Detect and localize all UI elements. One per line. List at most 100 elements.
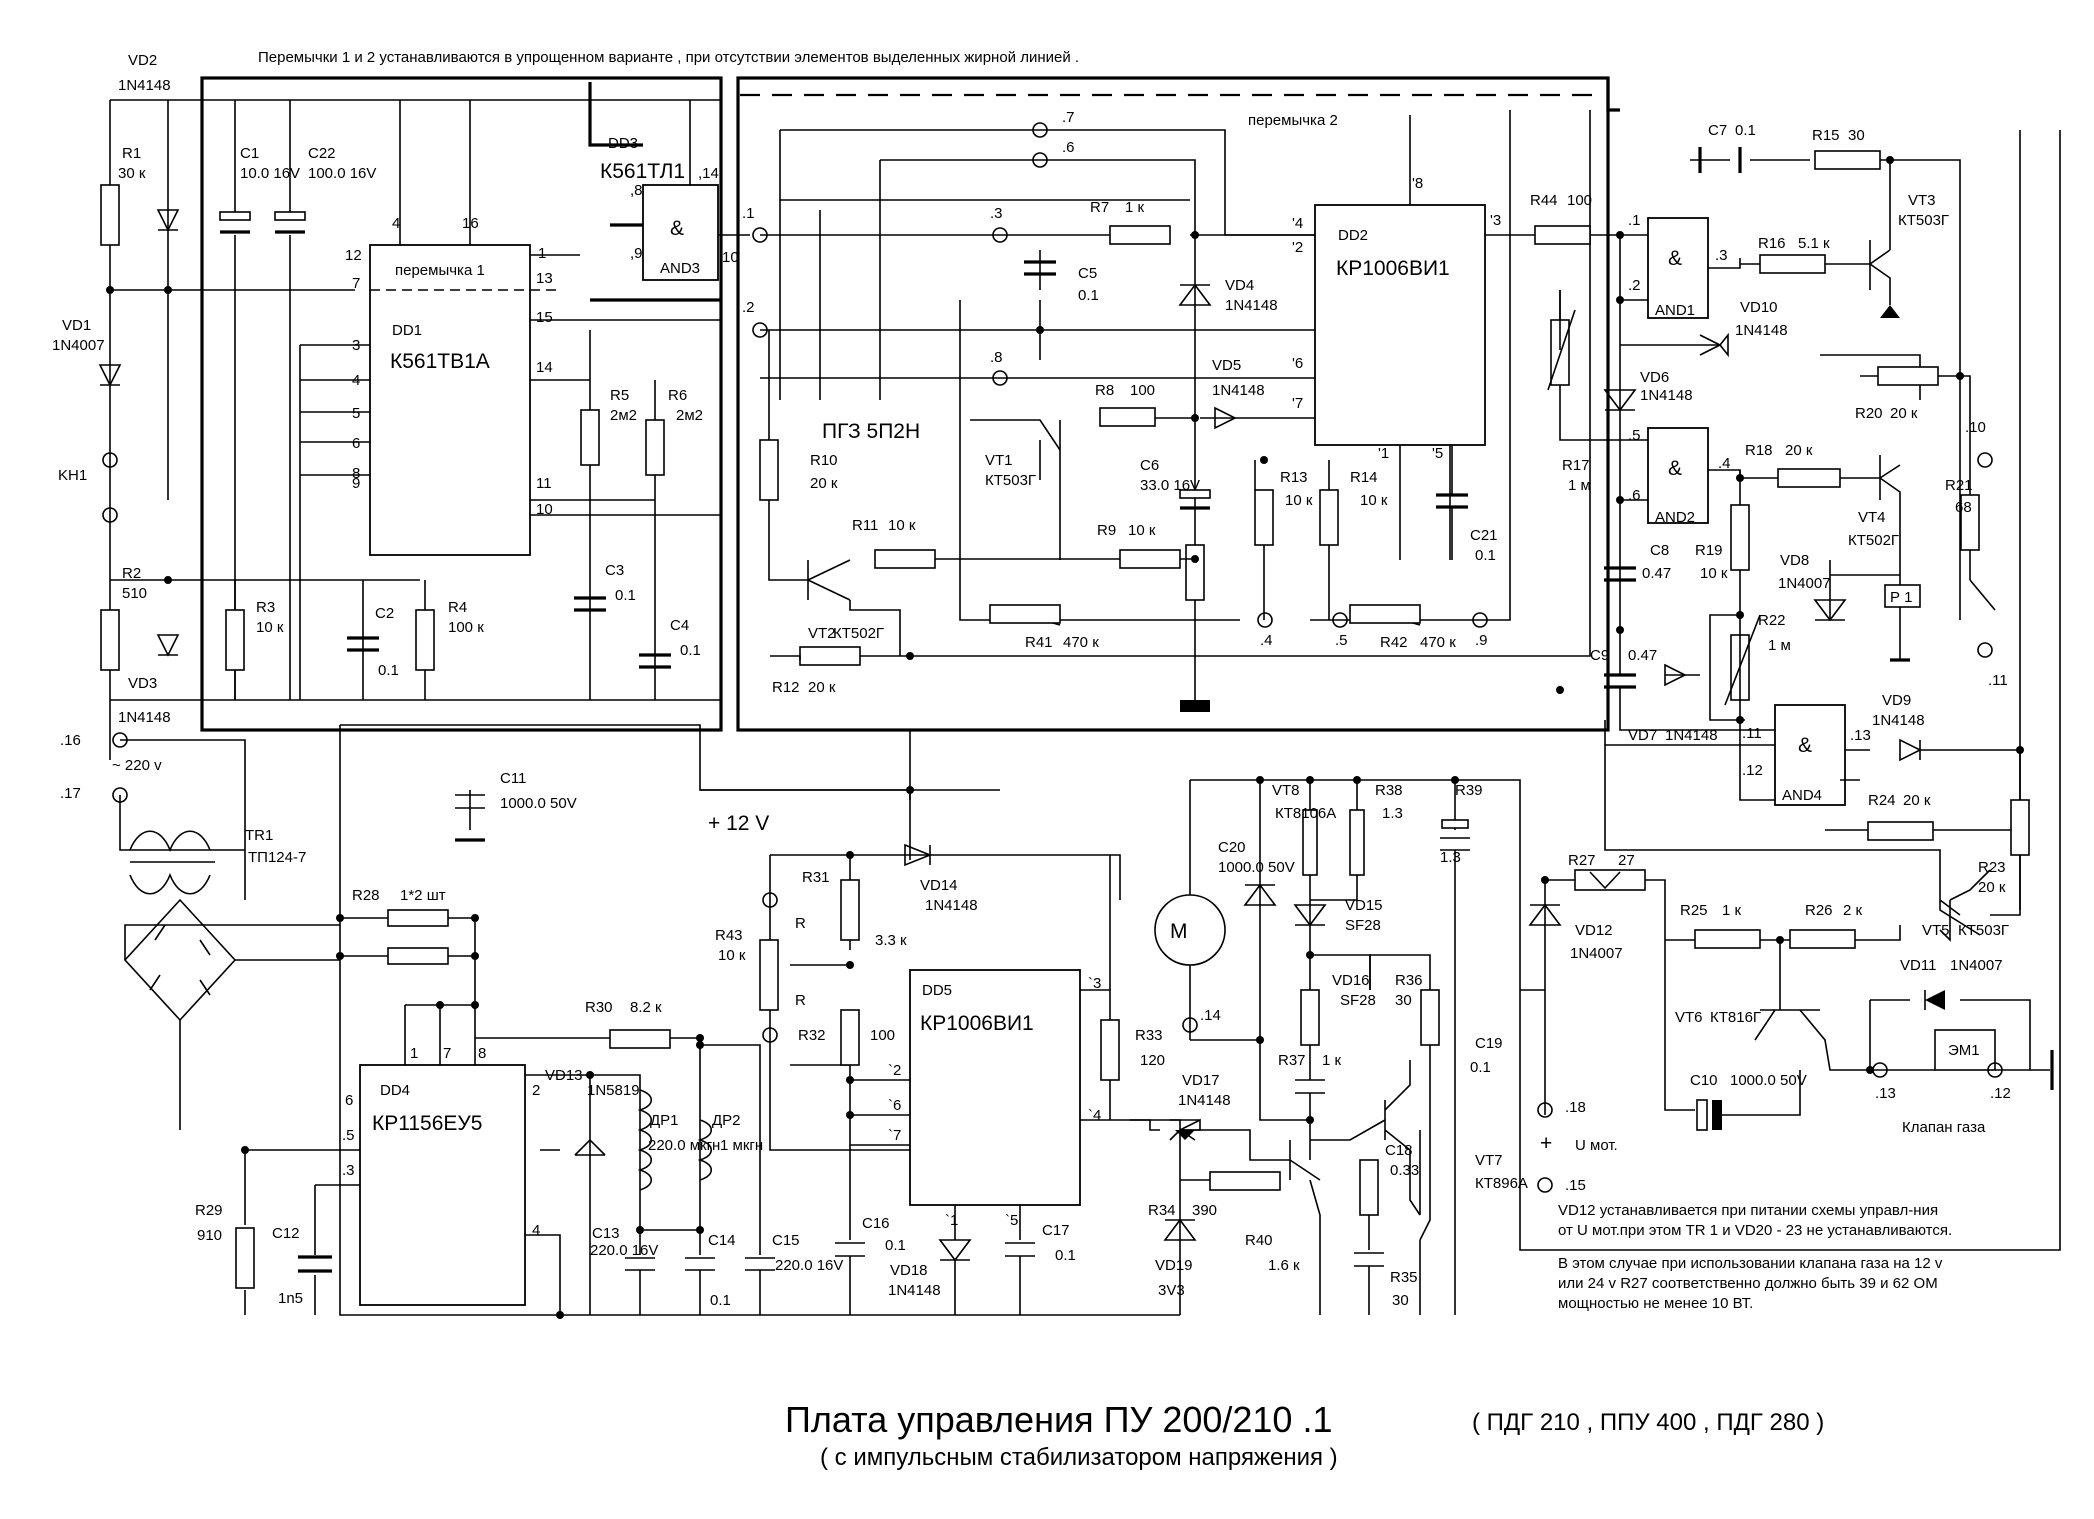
dd1-pin-9: 9 (352, 475, 360, 492)
dd2-pin-8: '8 (1412, 175, 1423, 192)
vd19-ref: VD19 (1155, 1257, 1193, 1274)
r43-r-upper: R (795, 915, 806, 932)
vd5-ref: VD5 (1212, 357, 1241, 374)
dd3-chip: & AND3 DD3 К561ТЛ1 ,14 ,8 ,9 10 (600, 100, 750, 281)
power-supply-section: DD4 КР1156ЕУ5 1 7 8 6 .5 .3 4 2 (60, 724, 1180, 1319)
vd4-ref: VD4 (1225, 277, 1254, 294)
c4-ref: C4 (670, 617, 689, 634)
and4-gate (1774, 704, 1846, 806)
r43-r-lower: R (795, 992, 806, 1009)
r42-ref: R42 (1380, 634, 1408, 651)
r9-value: 10 к (1128, 522, 1156, 539)
vt7-ref: C19 (1475, 1035, 1503, 1052)
r25-ref: R25 (1680, 902, 1708, 919)
c8-ref: C8 (1650, 542, 1669, 559)
vd19-value: 3V3 (1158, 1282, 1185, 1299)
dd1-pin-12: 12 (345, 247, 362, 264)
dd1-pin-5: 5 (352, 405, 360, 422)
c21-ref: C21 (1470, 527, 1498, 544)
r2-value: 510 (122, 585, 147, 602)
right-frame-wiring: C4 (759, 110, 1591, 712)
term-15: .15 (1565, 1177, 1586, 1194)
term-11: .11 (1988, 672, 2008, 689)
term-1: .1 (742, 205, 755, 222)
dd1-pin-16: 16 (462, 215, 479, 232)
term-7: .7 (1062, 109, 1075, 126)
r29-ref: R29 (195, 1202, 223, 1219)
right-frame-labels: R7 1 к C5 0.1 VD4 1N4148 VD5 1N4148 R8 1… (742, 109, 1592, 696)
umot-label: U мот. (1575, 1137, 1618, 1154)
dd1-chip: DD1 К561ТВ1А перемычка 1 12 7 3 4 5 6 8 … (299, 100, 720, 700)
vd15-ref: C20 (1218, 839, 1246, 856)
term-5: .5 (1335, 632, 1348, 649)
r39-ref: R38 (1375, 782, 1403, 799)
and1-pin-1: .1 (1628, 212, 1641, 229)
vd18-ref: VD18 (890, 1262, 928, 1279)
vd6-value: 1N4148 (1640, 387, 1693, 404)
c6-value: 33.0 16V (1140, 477, 1200, 494)
r3-c2-r4-group: R3 10 к C2 0.1 R4 100 к (225, 580, 484, 700)
r8-ref: R8 (1095, 382, 1114, 399)
r18-value: 20 к (1785, 442, 1813, 459)
r38-ref: VT8 (1272, 782, 1300, 799)
dd2-chip: DD2 КР1006ВИ1 '4 '2 '6 '7 '8 '3 '1 '5 пе… (1248, 112, 1560, 560)
vt7-value: 0.1 (1470, 1059, 1491, 1076)
c9-value: 0.47 (1628, 647, 1657, 664)
motor-driver-section: М VT8 КТ8106А R38 1.3 (1148, 130, 2061, 1315)
and2-gate (1647, 427, 1709, 524)
r2-ref: R2 (122, 565, 141, 582)
and1-pin-2: .2 (1628, 277, 1641, 294)
c13-value: 220.0 16V (590, 1242, 658, 1259)
c7-value: 0.1 (1735, 122, 1756, 139)
r36-value: SF28 (1340, 992, 1376, 1009)
term-6: .6 (1062, 139, 1075, 156)
dd4-pin-6: 6 (345, 1092, 353, 1109)
c12-ref: C12 (272, 1225, 300, 1242)
vd9-ref: VD9 (1882, 692, 1911, 709)
and4-pin-13: .13 (1850, 727, 1871, 744)
r3-ref: R3 (256, 599, 275, 616)
vt4-ref: VT4 (1858, 509, 1886, 526)
mains-label: ~ 220 v (112, 757, 162, 774)
dd4-pin-1: 1 (410, 1045, 418, 1062)
r21-ref: R21 (1945, 477, 1973, 494)
note-gas-1: В этом случае при использовании клапана … (1558, 1255, 1943, 1272)
vt3-ref: VT3 (1908, 192, 1936, 209)
r5-ref: R5 (610, 387, 629, 404)
r31-ref: R31 (802, 869, 830, 886)
term-10: .10 (1965, 419, 1986, 436)
vd16-ref: VD15 (1345, 897, 1383, 914)
r15-ref: R15 (1812, 127, 1840, 144)
dd1-pin-10: 10 (536, 501, 553, 518)
vd8-ref: VD8 (1780, 552, 1809, 569)
dd4-pin-3: .3 (342, 1162, 355, 1179)
r20-ref: R20 (1855, 405, 1883, 422)
vd2-value: 1N4148 (118, 77, 171, 94)
vd8-value: 1N4007 (1778, 575, 1831, 592)
vt1-ref: VT1 (985, 452, 1013, 469)
vt3-value: КТ503Г (1898, 212, 1949, 229)
vd7-value: 1N4148 (1665, 727, 1718, 744)
dd4-pin-2: 2 (532, 1082, 540, 1099)
r23-ref: R23 (1978, 859, 2006, 876)
r27 (1574, 869, 1646, 891)
and1-gate (1647, 217, 1709, 319)
r43-ref: R43 (715, 927, 743, 944)
dd1-pin-15: 15 (536, 309, 553, 326)
vd2-ref: VD2 (128, 52, 157, 69)
vd6-ref: VD6 (1640, 369, 1669, 386)
c22-ref: C22 (308, 145, 336, 162)
vd4-value: 1N4148 (1225, 297, 1278, 314)
r14-ref: R14 (1350, 469, 1378, 486)
dd5-pin-3: `3 (1088, 975, 1101, 992)
dd2-pin-2: '2 (1292, 239, 1303, 256)
r24-ref: R24 (1868, 792, 1896, 809)
dd5-section: + 12 V DD5 КР1006ВИ1 `3 `2 `6 `7 `1 `5 `… (696, 730, 1265, 1315)
r15-value: 30 (1848, 127, 1865, 144)
vt6-ref: VT6 (1675, 1009, 1703, 1026)
bold-trace-right (1606, 78, 1620, 112)
r14-value: 10 к (1360, 492, 1388, 509)
r34-value: 390 (1192, 1202, 1217, 1219)
and4-amp: & (1798, 734, 1812, 757)
